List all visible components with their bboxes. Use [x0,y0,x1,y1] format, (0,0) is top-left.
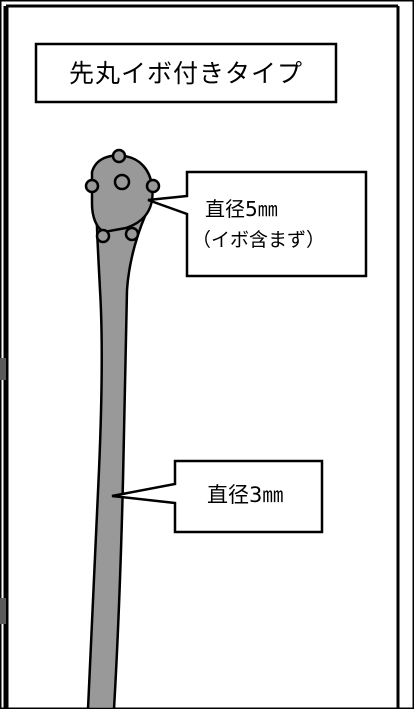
edge-mark [0,598,6,624]
title-box [34,42,338,104]
title-label: 先丸イボ付きタイプ [68,58,303,88]
wart-left [84,178,100,194]
wart-lower-right [124,226,140,242]
wart-top [111,148,127,164]
head-diameter-label: 直径5㎜ [205,197,278,221]
callout-shaft-bubble [111,459,324,534]
wart-center [113,173,131,191]
rod-shaft [86,198,152,709]
shaft-diameter-label: 直径3㎜ [207,483,284,507]
edge-mark [0,358,6,380]
head-note-label: （イボ含まず） [192,229,326,251]
wart-lower-left [95,228,111,244]
callout-head-bubble [147,170,368,278]
wart-right [145,178,161,194]
